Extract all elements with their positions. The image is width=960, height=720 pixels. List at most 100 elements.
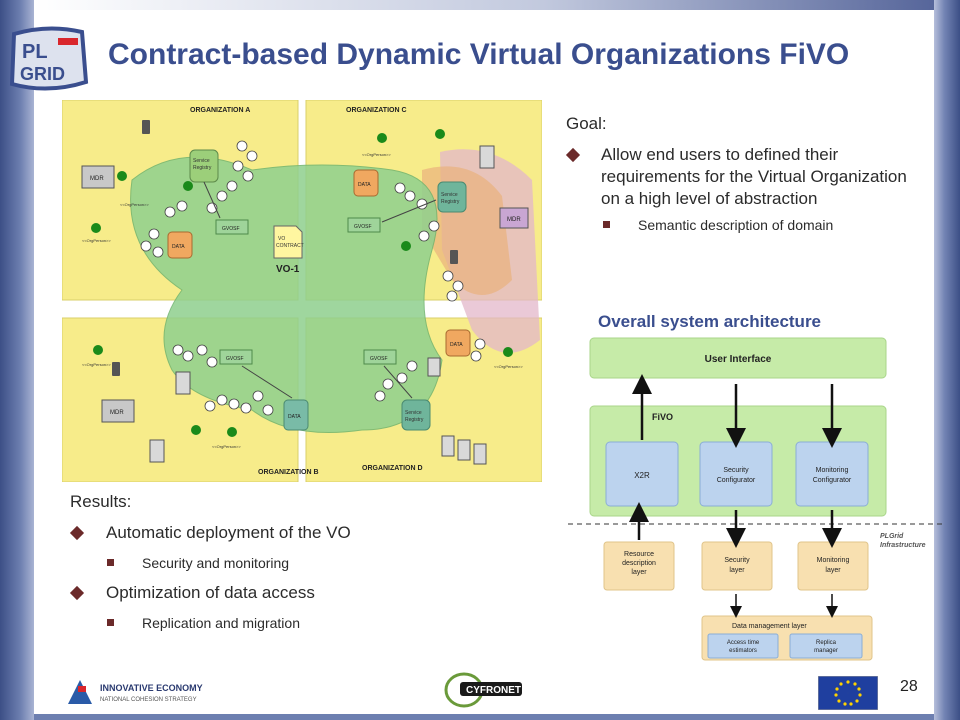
database-icon bbox=[401, 399, 431, 431]
square-bullet-icon bbox=[603, 221, 610, 228]
results-sub-1: Security and monitoring bbox=[70, 554, 550, 572]
server-icon bbox=[149, 439, 165, 463]
person-icon bbox=[227, 427, 237, 437]
person-icon bbox=[191, 425, 201, 435]
data-label-c: DATA bbox=[358, 182, 371, 188]
component-icon bbox=[219, 349, 253, 365]
server-icon bbox=[441, 435, 455, 457]
database-icon bbox=[353, 169, 379, 197]
registry-d-label-1: Service bbox=[405, 410, 422, 416]
org-b-label: ORGANIZATION B bbox=[258, 469, 319, 476]
person-label: <<OrgPerson>> bbox=[82, 238, 111, 243]
database-icon bbox=[445, 329, 471, 357]
cyfronet-logo: CYFRONET bbox=[444, 672, 522, 708]
replica-label-2: manager bbox=[814, 648, 838, 654]
goal-label: Goal: bbox=[566, 114, 607, 133]
component-icon bbox=[363, 349, 397, 365]
replica-label-1: Replica bbox=[816, 640, 837, 646]
monitoring-layer-label-2: layer bbox=[825, 567, 841, 574]
resource-layer-label-2: description bbox=[622, 560, 656, 567]
mdr-label-a: MDR bbox=[90, 176, 104, 182]
resource-description-layer-box bbox=[603, 541, 675, 591]
ie-title: INNOVATIVE ECONOMY bbox=[100, 683, 203, 693]
gvosf-label-c: GVOSF bbox=[354, 224, 372, 230]
phone-icon bbox=[142, 120, 150, 134]
results-bullet-2-text: Optimization of data access bbox=[106, 583, 315, 602]
resource-layer-label-3: layer bbox=[631, 569, 647, 576]
person-label: <<OrgPerson>> bbox=[120, 202, 149, 207]
security-configurator-box bbox=[699, 441, 773, 507]
contract-label-2: CONTRACT bbox=[276, 243, 304, 249]
architecture-diagram: User Interface FiVO X2R Security Configu… bbox=[568, 337, 942, 661]
fivo-label: FiVO bbox=[652, 412, 673, 422]
innovative-economy-logo: INNOVATIVE ECONOMY NATIONAL COHESION STR… bbox=[68, 680, 203, 704]
person-icon bbox=[93, 345, 103, 355]
vo-contract-icon bbox=[273, 225, 303, 259]
person-icon bbox=[377, 133, 387, 143]
component-icon bbox=[101, 399, 135, 423]
server-icon bbox=[479, 145, 495, 169]
registry-d-label-2: Registry bbox=[405, 417, 424, 423]
results-sub-2: Replication and migration bbox=[70, 614, 550, 632]
access-time-label-2: estimators bbox=[729, 648, 757, 654]
monitoring-configurator-box bbox=[795, 441, 869, 507]
bottom-border bbox=[34, 714, 934, 720]
mdr-label-c: MDR bbox=[507, 217, 521, 223]
registry-c-label-1: Service bbox=[441, 192, 458, 198]
database-icon bbox=[437, 181, 467, 213]
logo-text-top: PL bbox=[22, 41, 48, 63]
server-icon bbox=[427, 357, 441, 377]
slide-title: Contract-based Dynamic Virtual Organizat… bbox=[108, 38, 850, 71]
data-label-b: DATA bbox=[288, 414, 301, 420]
square-bullet-icon bbox=[107, 559, 114, 566]
plgrid-logo: PL GRID bbox=[9, 26, 89, 91]
monitoring-configurator-label-1: Monitoring bbox=[816, 467, 849, 474]
registry-c-label-2: Registry bbox=[441, 199, 460, 205]
registry-a-label-1: Service bbox=[193, 158, 210, 164]
security-configurator-label-2: Configurator bbox=[717, 477, 756, 484]
contract-label-1: VO bbox=[278, 236, 285, 242]
goal-bullet-text: Allow end users to defined their require… bbox=[601, 145, 907, 208]
plgrid-infra-label-2: Infrastructure bbox=[880, 542, 926, 549]
mdr-label-b: MDR bbox=[110, 410, 124, 416]
plgrid-infra-label-1: PLGrid bbox=[880, 533, 904, 540]
square-bullet-icon bbox=[107, 619, 114, 626]
page-number: 28 bbox=[900, 678, 918, 695]
results-sub-1-text: Security and monitoring bbox=[142, 555, 290, 571]
security-layer-label-1: Security bbox=[724, 557, 750, 564]
resource-layer-label-1: Resource bbox=[624, 551, 654, 558]
server-icon bbox=[457, 439, 471, 461]
diamond-bullet-icon bbox=[69, 525, 85, 541]
goal-bullet: Allow end users to defined their require… bbox=[565, 144, 911, 210]
goal-sub-text: Semantic description of domain bbox=[638, 217, 834, 233]
vo-label: VO-1 bbox=[276, 264, 300, 275]
gvosf-label-d: GVOSF bbox=[370, 356, 388, 362]
ie-subtitle: NATIONAL COHESION STRATEGY bbox=[100, 697, 197, 703]
person-label: <<OrgPerson>> bbox=[212, 444, 241, 449]
top-border bbox=[34, 0, 960, 10]
data-management-label: Data management layer bbox=[732, 623, 807, 630]
phone-icon bbox=[112, 362, 120, 376]
monitoring-layer-label-1: Monitoring bbox=[817, 557, 850, 564]
person-icon bbox=[91, 223, 101, 233]
cyfronet-text: CYFRONET bbox=[466, 685, 521, 696]
server-icon bbox=[473, 443, 487, 465]
results-bullet-2: Optimization of data access bbox=[69, 582, 550, 604]
results-section: Results: Automatic deployment of the VO … bbox=[69, 492, 550, 642]
logo-text-bottom: GRID bbox=[20, 64, 65, 84]
server-icon bbox=[175, 371, 191, 395]
access-time-label-1: Access time bbox=[727, 640, 760, 646]
user-interface-box bbox=[589, 337, 887, 379]
data-label-a: DATA bbox=[172, 244, 185, 250]
person-icon bbox=[401, 241, 411, 251]
left-border bbox=[0, 0, 34, 720]
gvosf-label-b: GVOSF bbox=[226, 356, 244, 362]
security-layer-box bbox=[701, 541, 773, 591]
component-icon bbox=[81, 165, 115, 189]
person-icon bbox=[117, 171, 127, 181]
vo-diagram: ORGANIZATION A ORGANIZATION C ORGANIZATI… bbox=[61, 99, 543, 483]
security-configurator-label-1: Security bbox=[723, 467, 749, 474]
right-border bbox=[934, 0, 960, 720]
person-icon bbox=[183, 181, 193, 191]
replica-manager-box bbox=[789, 633, 863, 659]
